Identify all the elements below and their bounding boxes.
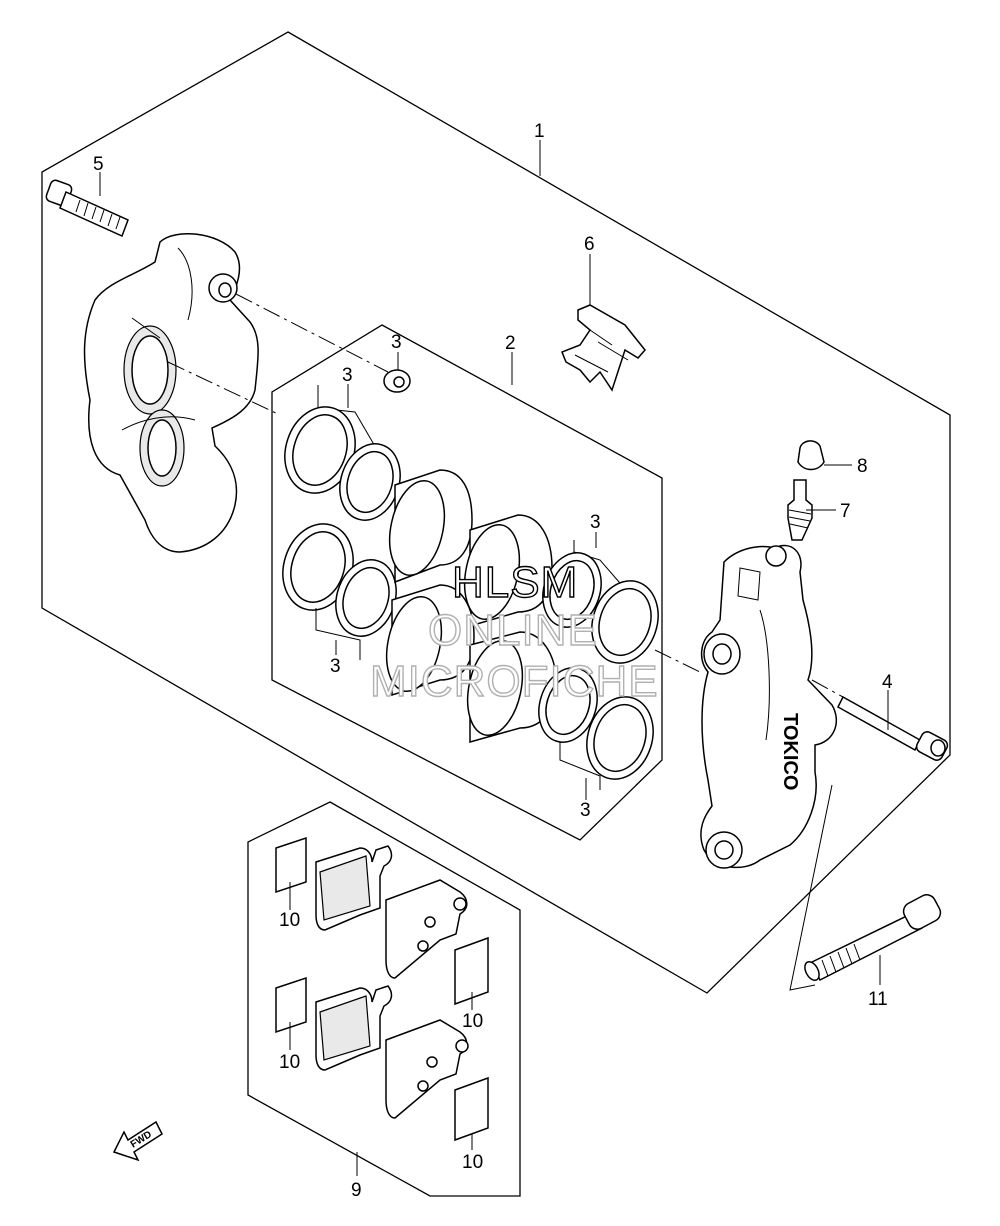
bolt-11-zone-outline — [789, 784, 833, 991]
washer-3 — [383, 369, 411, 393]
bleeder-valve-7 — [787, 479, 813, 541]
left-caliper-half — [83, 232, 259, 553]
fwd-arrow-icon: FWD — [112, 1120, 163, 1162]
seal-rings-left — [282, 385, 401, 660]
callout-4: 4 — [882, 672, 893, 693]
callout-1: 1 — [534, 121, 545, 142]
bleeder-cap-8 — [797, 440, 825, 471]
callout-3b: 3 — [342, 365, 353, 386]
callout-8: 8 — [857, 456, 868, 477]
callout-11: 11 — [868, 989, 888, 1010]
callout-10d: 10 — [462, 1152, 483, 1173]
pad-spring-6 — [561, 304, 646, 392]
callout-7: 7 — [840, 501, 851, 522]
watermark-line-1: HLSM — [452, 558, 578, 607]
slide-pin-4 — [837, 695, 949, 761]
callout-6: 6 — [584, 234, 595, 255]
bolt-5 — [45, 179, 129, 238]
callout-3c: 3 — [330, 656, 341, 677]
watermark-line-2: ONLINE — [428, 606, 598, 655]
pistons — [385, 469, 557, 743]
callout-9: 9 — [351, 1180, 362, 1201]
leader-lines — [99, 140, 889, 1176]
bolt-11 — [804, 894, 942, 982]
pad-set-9-outline — [247, 801, 521, 1197]
callout-3d: 3 — [590, 512, 601, 533]
brake-pads — [275, 836, 489, 1142]
alignment-line-right — [654, 649, 701, 673]
seal-rings-right — [538, 540, 659, 790]
callout-2: 2 — [505, 333, 516, 354]
callout-10b: 10 — [462, 1011, 483, 1032]
caliper-brand-text: TOKICO — [779, 713, 801, 790]
callout-10c: 10 — [279, 1052, 300, 1073]
alignment-line-pin — [811, 679, 844, 698]
callout-labels: 1 2 3 3 3 3 3 4 5 6 7 8 9 10 10 10 10 11 — [93, 121, 893, 1201]
alignment-line-top — [235, 293, 389, 373]
piston-kit-2-outline — [271, 324, 663, 841]
watermark-line-3: MICROFICHE — [370, 657, 659, 706]
assembly-1-outline — [41, 31, 951, 994]
callout-3a: 3 — [391, 332, 402, 353]
alignment-line-mid — [167, 361, 281, 416]
callout-5: 5 — [93, 154, 104, 175]
callout-10a: 10 — [279, 910, 300, 931]
callout-3e: 3 — [580, 800, 591, 821]
watermark: HLSM ONLINE MICROFICHE — [369, 557, 659, 706]
right-caliper-half: TOKICO — [700, 544, 837, 869]
